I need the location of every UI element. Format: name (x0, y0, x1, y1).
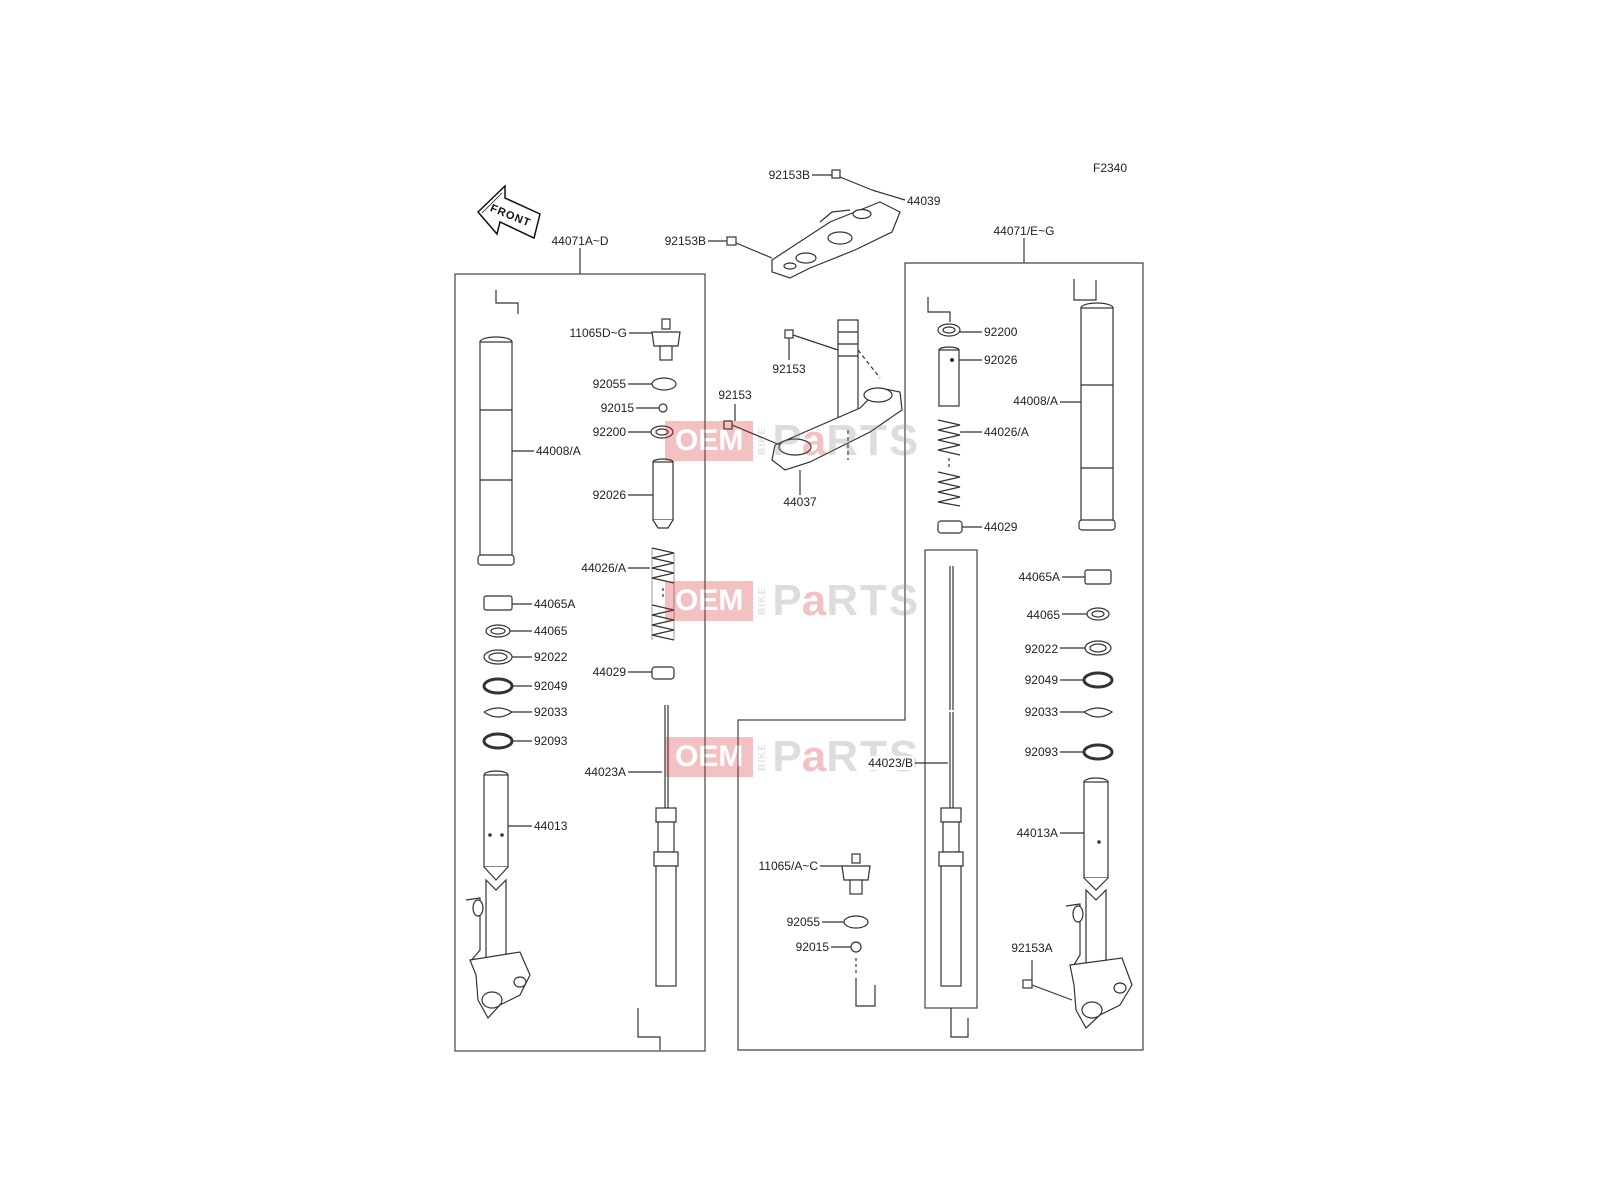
label-left-44008: 44008/A (535, 444, 582, 458)
label-44037: 44037 (782, 495, 818, 509)
right-inner-tube (1060, 777, 1109, 891)
left-group-label: 44071A~D (550, 234, 610, 248)
left-fork-cap (629, 318, 681, 361)
label-right-92093: 92093 (1023, 745, 1059, 759)
label-left-44065: 44065 (533, 624, 569, 638)
label-right-92200: 92200 (983, 325, 1019, 339)
upper-triple-clamp (771, 201, 901, 279)
label-right-92026: 92026 (983, 353, 1019, 367)
left-nut (658, 403, 668, 413)
bolt-92153-a (784, 329, 839, 360)
label-right-92153a: 92153A (1010, 941, 1054, 955)
right-collar (938, 346, 960, 407)
label-right-44029: 44029 (983, 520, 1019, 534)
left-spacer-washer (650, 425, 674, 439)
left-end-mark (637, 1008, 661, 1050)
left-outer-tube (477, 290, 534, 566)
right-end-mark (950, 1008, 969, 1038)
label-right-44013a: 44013A (1015, 826, 1059, 840)
left-o-ring (651, 377, 677, 391)
label-right-11065: 11065/A~C (757, 859, 819, 873)
label-left-92093: 92093 (533, 734, 569, 748)
left-damper-rod (628, 705, 679, 987)
right-axle-bracket (1065, 888, 1133, 1029)
label-right-92049: 92049 (1023, 673, 1059, 687)
right-group-label: 44071/E~G (992, 224, 1056, 238)
label-right-44008: 44008/A (1012, 394, 1059, 408)
label-right-92015: 92015 (794, 940, 830, 954)
right-spacer-washer (937, 323, 961, 337)
right-outer-tube (1060, 279, 1116, 531)
right-fork-box (737, 262, 1144, 1051)
label-left-92026: 92026 (591, 488, 627, 502)
label-92153b-mid: 92153B (663, 234, 707, 248)
label-right-92055: 92055 (785, 915, 821, 929)
label-left-92033: 92033 (533, 705, 569, 719)
right-nut (850, 941, 862, 953)
right-cap-end-mark (855, 978, 876, 1007)
left-spring (651, 547, 675, 641)
label-92153-b: 92153 (717, 388, 753, 402)
label-left-44023a: 44023A (583, 765, 627, 779)
label-left-11065: 11065D~G (568, 326, 628, 340)
label-right-92022: 92022 (1023, 642, 1059, 656)
bolt-92153-b (723, 404, 781, 446)
steering-stem-lower-clamp (771, 319, 903, 502)
right-o-ring (843, 915, 869, 929)
label-92153b-top: 92153B (767, 168, 811, 182)
label-left-44026: 44026/A (580, 561, 627, 575)
label-left-44013: 44013 (533, 819, 569, 833)
left-seals-stack (482, 595, 532, 750)
right-damper-rod (915, 566, 964, 987)
right-fork-cap (820, 853, 871, 895)
label-left-44029: 44029 (591, 665, 627, 679)
bolt-92153b-mid (708, 236, 773, 259)
label-44039: 44039 (906, 194, 942, 208)
left-collar (652, 458, 674, 529)
label-right-44065: 44065 (1025, 608, 1061, 622)
label-left-92200: 92200 (591, 425, 627, 439)
bolt-92153a (1022, 960, 1073, 1001)
label-left-92015: 92015 (599, 401, 635, 415)
left-axle-bracket (465, 878, 531, 1020)
right-seals-stack (1060, 569, 1114, 761)
label-left-92022: 92022 (533, 650, 569, 664)
label-right-92033: 92033 (1023, 705, 1059, 719)
right-spacer-44029 (937, 520, 963, 534)
label-left-44065a: 44065A (533, 597, 577, 611)
left-spacer-44029 (651, 666, 675, 680)
label-right-44023b: 44023/B (867, 756, 914, 770)
left-inner-tube (483, 770, 532, 881)
diagram-code: F2340 (1092, 161, 1129, 175)
right-spring (937, 419, 961, 507)
label-right-44065a: 44065A (1017, 570, 1061, 584)
label-right-44026: 44026/A (983, 425, 1030, 439)
front-arrow-icon (476, 184, 541, 240)
right-top-mark (927, 297, 951, 322)
label-left-92055: 92055 (591, 377, 627, 391)
bolt-92153b-top (812, 169, 906, 201)
label-left-92049: 92049 (533, 679, 569, 693)
label-92153-a: 92153 (771, 362, 807, 376)
